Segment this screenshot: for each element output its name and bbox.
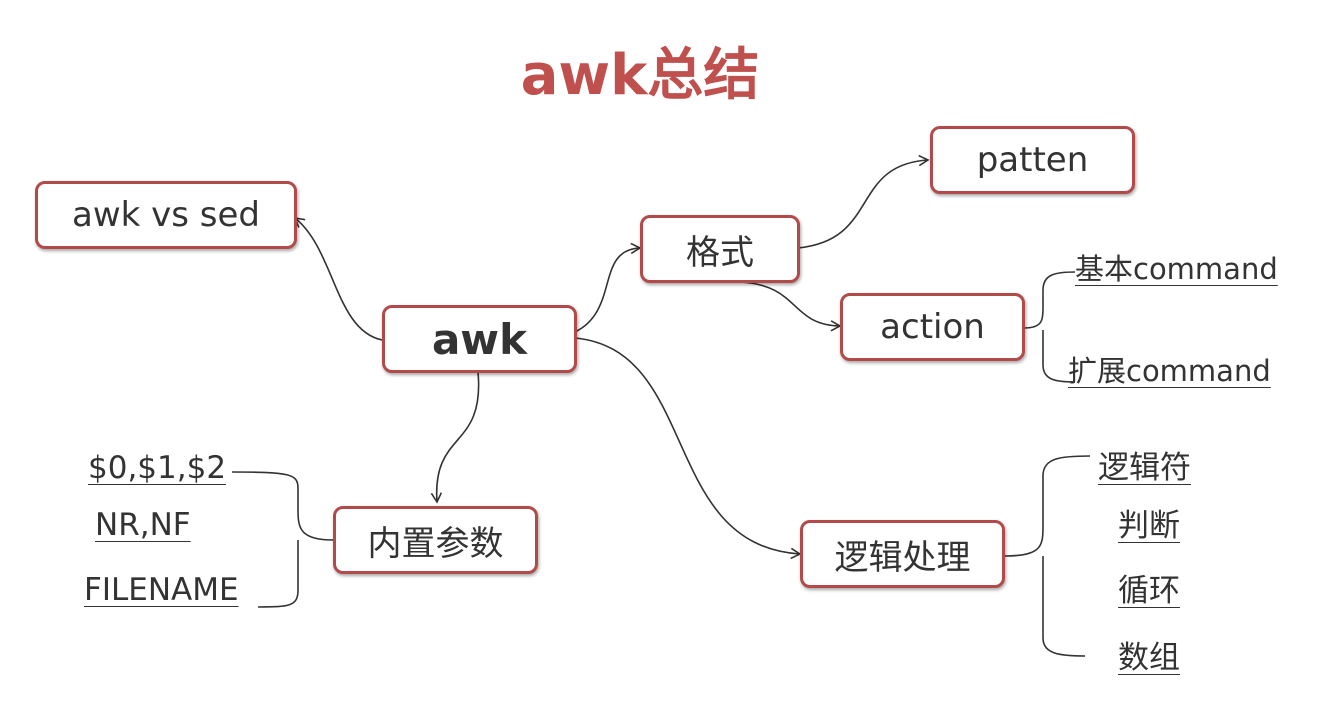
node-awk-vs-sed: awk vs sed <box>35 181 297 249</box>
node-action: action <box>840 293 1025 361</box>
node-label: action <box>880 307 985 347</box>
node-builtin-params: 内置参数 <box>333 506 538 574</box>
leaf-loops: 循环 <box>1118 573 1180 609</box>
edge-awk-to-builtin <box>430 371 480 504</box>
leaf-extended-command: 扩展command <box>1068 354 1271 388</box>
leaf-logic-operators: 逻辑符 <box>1098 450 1191 486</box>
leaf-field-vars: $0,$1,$2 <box>88 450 227 486</box>
brace-action <box>1023 271 1076 383</box>
node-label: 逻辑处理 <box>834 537 971 578</box>
node-logic: 逻辑处理 <box>800 520 1005 588</box>
node-label: 内置参数 <box>367 523 504 564</box>
leaf-nr-nf: NR,NF <box>95 507 191 543</box>
brace-builtin <box>231 471 334 608</box>
leaf-arrays: 数组 <box>1118 640 1180 676</box>
node-label: awk <box>431 314 528 364</box>
page-title: awk总结 <box>520 43 760 108</box>
leaf-basic-command: 基本command <box>1075 252 1278 286</box>
edge-awk-to-awk-vs-sed <box>293 216 383 341</box>
node-label: awk vs sed <box>72 195 260 235</box>
node-awk-root: awk <box>382 305 577 373</box>
leaf-filename: FILENAME <box>84 572 239 608</box>
node-label: 格式 <box>686 232 754 273</box>
brace-logic <box>1004 455 1091 657</box>
edge-format-to-patten <box>797 154 930 249</box>
node-format: 格式 <box>640 215 800 283</box>
edge-format-to-action <box>739 281 842 332</box>
edge-awk-to-logic <box>574 337 802 560</box>
leaf-conditionals: 判断 <box>1118 508 1180 544</box>
node-patten: patten <box>930 126 1135 194</box>
node-label: patten <box>976 140 1089 180</box>
edge-awk-to-format <box>574 242 642 333</box>
